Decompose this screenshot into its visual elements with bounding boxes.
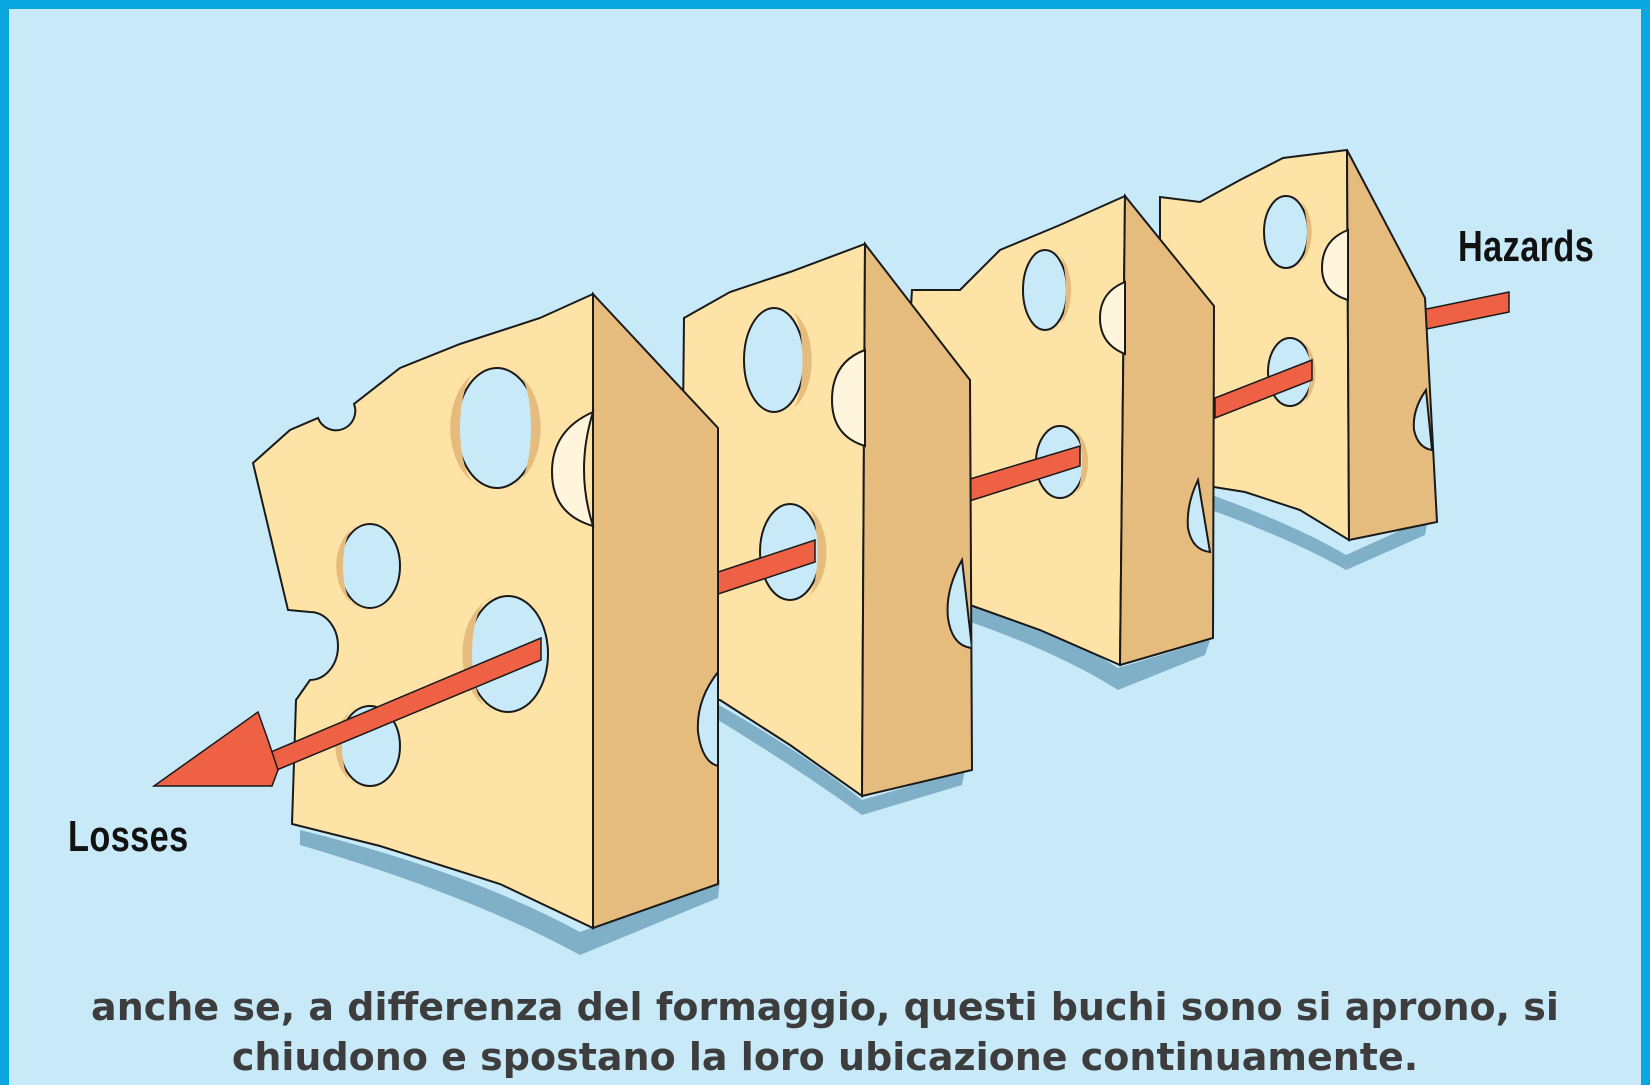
slice-1-side <box>592 291 719 930</box>
hazards-label: Hazards <box>1458 222 1595 271</box>
arrow-segment <box>1214 358 1313 420</box>
loss-arrow-head <box>151 710 279 787</box>
slice-3-side <box>1118 193 1216 667</box>
cheese-slice-1 <box>251 291 720 955</box>
losses-label: Losses <box>68 812 189 861</box>
slice-4-shadow <box>1192 488 1428 570</box>
slice-2-side-notch <box>946 556 972 650</box>
cheese-slice-4 <box>1159 148 1439 570</box>
caption-line-2: chiudono e spostano la loro ubicazione c… <box>231 1035 1419 1079</box>
slice-4-side-notch <box>1412 387 1434 452</box>
slice-1-side-notch <box>696 669 719 768</box>
cheese-slice-3 <box>901 193 1216 690</box>
caption-line-1: anche se, a differenza del formaggio, qu… <box>91 985 1559 1029</box>
slice-4-edge-hole <box>1320 228 1349 302</box>
slice-2-shadow <box>710 700 965 815</box>
slice-1-edge-hole <box>550 410 595 528</box>
slice-2-side <box>860 241 974 798</box>
slice-2-hole <box>743 307 805 413</box>
slice-3-hole <box>1022 249 1068 331</box>
slice-1-shadow <box>300 830 720 955</box>
slice-1-hole <box>339 523 401 609</box>
slice-1-hole <box>456 367 538 489</box>
slice-3-side-notch <box>1186 476 1212 554</box>
slice-4-side <box>1346 149 1439 542</box>
cheese-slice-2 <box>680 241 974 815</box>
slice-3-edge-hole <box>1098 280 1126 356</box>
slice-3-shadow <box>950 600 1210 690</box>
caption: anche se, a differenza del formaggio, qu… <box>40 982 1610 1082</box>
slice-2-edge-hole <box>830 348 866 448</box>
slice-4-hole <box>1263 195 1309 269</box>
loss-arrow <box>151 636 542 787</box>
